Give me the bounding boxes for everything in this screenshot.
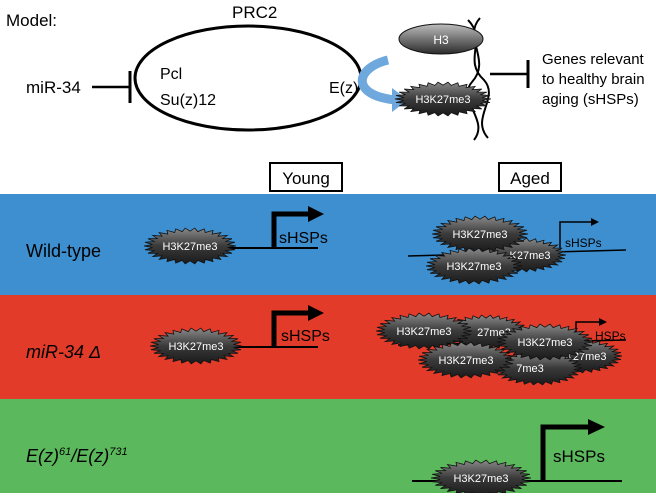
mir34-inhibition-arrow: [92, 71, 132, 103]
mir-young-shsps: sHSPs: [281, 328, 330, 345]
h3k27me3-label-model: H3K27me3: [415, 94, 470, 106]
mir-aged-h3k27me3-e: H3K27me3: [496, 323, 594, 361]
svg-text:H3K27me3: H3K27me3: [452, 229, 507, 241]
wildtype-label: Wild-type: [26, 241, 101, 261]
mir-aged-shsps-partial: HSPs: [595, 329, 626, 343]
suz12-label: Su(z)12: [160, 92, 216, 109]
h3k27me3-mark-model: H3K27me3: [394, 81, 492, 117]
mir34-delta-label: miR-34 Δ: [26, 342, 101, 362]
svg-text:Young: Young: [282, 169, 330, 188]
wt-aged-h3k27me3-top: H3K27me3: [431, 215, 529, 253]
wt-aged-shsps: sHSPs: [565, 236, 602, 250]
wt-young-shsps: sHSPs: [279, 230, 328, 247]
mir34-label: miR-34: [26, 78, 81, 97]
gene-inhibition-arrow: [490, 60, 530, 88]
mir-young-h3k27me3: H3K27me3: [149, 327, 243, 365]
mir-aged-h3k27me3-f: H3K27me3: [417, 341, 515, 379]
ez-mutant-band: [0, 399, 656, 493]
methylation-arrow: [357, 55, 408, 112]
h3k27me3-starburst-shape: [394, 81, 492, 117]
h3k27me3-starburst-shape: [417, 341, 515, 379]
h3k27me3-starburst-shape: [149, 327, 243, 365]
svg-text:H3K27me3: H3K27me3: [438, 355, 493, 367]
svg-text:H3K27me3: H3K27me3: [168, 341, 223, 353]
wt-young-promoter-arrow: [271, 206, 324, 248]
svg-text:K27me3: K27me3: [510, 250, 551, 262]
svg-text:H3K27me3: H3K27me3: [446, 261, 501, 273]
h3k27me3-starburst-shape: [143, 227, 237, 265]
svg-text:H3K27me3: H3K27me3: [517, 337, 572, 349]
ez-mutant-label: E(z)61/E(z)731: [26, 446, 128, 466]
wt-young-h3k27me3: H3K27me3: [143, 227, 237, 265]
h3-label: H3: [433, 33, 449, 47]
h3-histone: H3: [398, 23, 484, 55]
pcl-label: Pcl: [160, 66, 182, 83]
mir-aged-h3k27me3-d: H3K27me3: [375, 312, 473, 350]
model-label: Model:: [6, 11, 57, 30]
svg-text:H3K27me3: H3K27me3: [453, 473, 508, 485]
svg-text:27me3: 27me3: [477, 327, 511, 339]
ez-label: E(z): [329, 80, 358, 97]
ez-aged-shsps: sHSPs: [553, 447, 605, 466]
ez-aged-promoter-arrow: [540, 419, 605, 481]
wt-aged-h3k27me3-bottom: H3K27me3: [425, 247, 523, 285]
svg-text:H3K27me3: H3K27me3: [396, 326, 451, 338]
genes-text-line1: Genes relevant: [542, 51, 645, 68]
aged-header: Aged: [498, 162, 562, 192]
mir-young-promoter-arrow: [271, 305, 324, 347]
wt-aged-promoter-arrow: [559, 218, 599, 250]
prc2-label: PRC2: [232, 3, 277, 22]
young-header: Young: [269, 162, 343, 192]
svg-text:Aged: Aged: [510, 169, 550, 188]
h3k27me3-starburst-shape: [431, 215, 529, 253]
genes-text-line3: aging (sHSPs): [542, 91, 639, 108]
svg-text:H3K27me3: H3K27me3: [162, 241, 217, 253]
genes-text-line2: to healthy brain: [542, 71, 645, 88]
h3k27me3-starburst-shape: [496, 323, 594, 361]
h3k27me3-starburst-shape: [425, 247, 523, 285]
svg-text:7me3: 7me3: [516, 363, 544, 375]
